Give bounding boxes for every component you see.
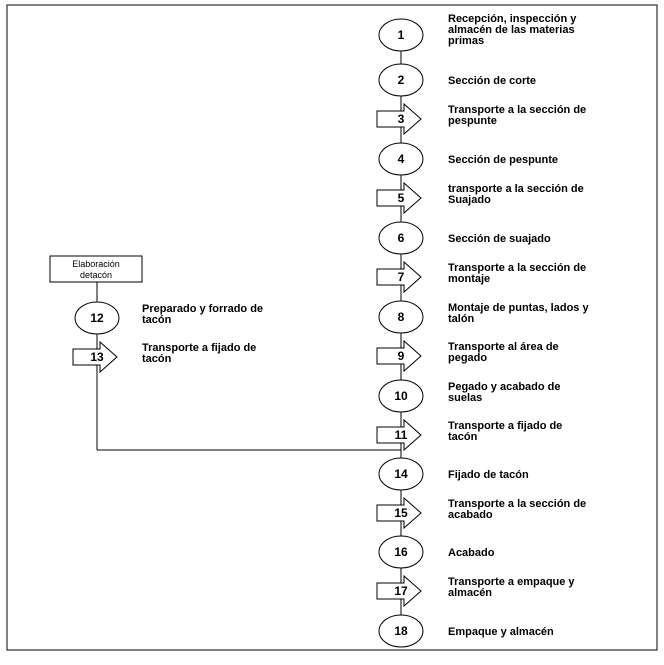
step-label-line: Transporte a fijado de [142, 342, 256, 354]
step-label-line: suelas [448, 392, 482, 404]
step-number: 8 [398, 310, 405, 324]
step-label-line: Recepción, inspección y [448, 13, 577, 25]
step-4: 4 Sección de pespunte [378, 142, 558, 176]
step-label-line: Empaque y almacén [448, 626, 554, 638]
step-number: 7 [398, 270, 405, 284]
operation-circle [378, 379, 424, 413]
operation-circle [378, 63, 424, 97]
step-label-line: Sección de suajado [448, 233, 551, 245]
step-number: 18 [394, 624, 408, 638]
transport-arrow [376, 418, 422, 452]
step-label-line: montaje [448, 273, 490, 285]
step-label-line: primas [448, 35, 484, 47]
step-label-line: almacén de las materias [448, 24, 575, 36]
step-label-line: almacén [448, 587, 492, 599]
step-16: 16 Acabado [378, 535, 495, 569]
operation-circle [378, 614, 424, 648]
step-label-line: Transporte a la sección de [448, 104, 586, 116]
step-number: 3 [398, 112, 405, 126]
operation-circle [74, 301, 120, 335]
operation-circle [378, 221, 424, 255]
step-label-line: Sección de corte [448, 75, 536, 87]
step-number: 16 [394, 545, 408, 559]
header-box: Elaboración detacón [49, 255, 143, 283]
step-number: 12 [90, 311, 104, 325]
step-label-line: pespunte [448, 115, 497, 127]
step-label-line: Suajado [448, 194, 491, 206]
step-label-line: tacón [142, 353, 172, 365]
operation-circle [378, 142, 424, 176]
transport-arrow [376, 339, 422, 373]
step-number: 13 [90, 350, 104, 364]
step-label-line: tacón [142, 314, 172, 326]
operation-circle [378, 18, 424, 52]
step-number: 5 [398, 191, 405, 205]
step-number: 1 [398, 28, 405, 42]
step-number: 11 [395, 428, 408, 442]
step-label-line: acabado [448, 509, 493, 521]
step-12: 12 Preparado y forrado detacón [74, 301, 263, 335]
step-13: 13 Transporte a fijado detacón [72, 340, 256, 374]
step-number: 9 [398, 349, 405, 363]
step-label-line: Transporte a empaque y [448, 576, 575, 588]
step-label-line: Fijado de tacón [448, 469, 529, 481]
operation-circle [378, 457, 424, 491]
header-box-line-1: Elaboración [72, 259, 120, 269]
step-label-line: Montaje de puntas, lados y [448, 302, 589, 314]
transport-arrow [376, 496, 422, 530]
header-box-line-2: detacón [80, 270, 112, 280]
step-2: 2 Sección de corte [378, 63, 536, 97]
step-6: 6 Sección de suajado [378, 221, 551, 255]
step-label-line: Preparado y forrado de [142, 303, 263, 315]
step-label-line: Transporte a fijado de [448, 420, 562, 432]
step-label-line: Acabado [448, 547, 495, 559]
step-label-line: Transporte a la sección de [448, 262, 586, 274]
step-number: 4 [398, 152, 405, 166]
operation-circle [378, 535, 424, 569]
step-label-line: transporte a la sección de [448, 183, 584, 195]
transport-arrow [376, 102, 422, 136]
step-number: 6 [398, 231, 405, 245]
step-label-line: tacón [448, 431, 478, 443]
step-label-line: talón [448, 313, 475, 325]
transport-arrow [376, 574, 422, 608]
step-number: 15 [394, 506, 408, 520]
transport-arrow [376, 260, 422, 294]
step-number: 10 [394, 389, 408, 403]
step-11: 11 Transporte a fijado detacón [376, 418, 562, 452]
step-label-line: Transporte a la sección de [448, 498, 586, 510]
outer-frame [6, 4, 658, 651]
operation-circle [378, 300, 424, 334]
step-label-line: Pegado y acabado de [448, 381, 560, 393]
step-18: 18 Empaque y almacén [378, 614, 554, 648]
step-label-line: Transporte al área de [448, 341, 559, 353]
step-number: 17 [394, 584, 408, 598]
step-number: 14 [394, 467, 408, 481]
step-14: 14 Fijado de tacón [378, 457, 529, 491]
step-number: 2 [398, 73, 405, 87]
step-label-line: Sección de pespunte [448, 154, 558, 166]
transport-arrow [72, 340, 118, 374]
transport-arrow [376, 181, 422, 215]
step-label-line: pegado [448, 352, 487, 364]
